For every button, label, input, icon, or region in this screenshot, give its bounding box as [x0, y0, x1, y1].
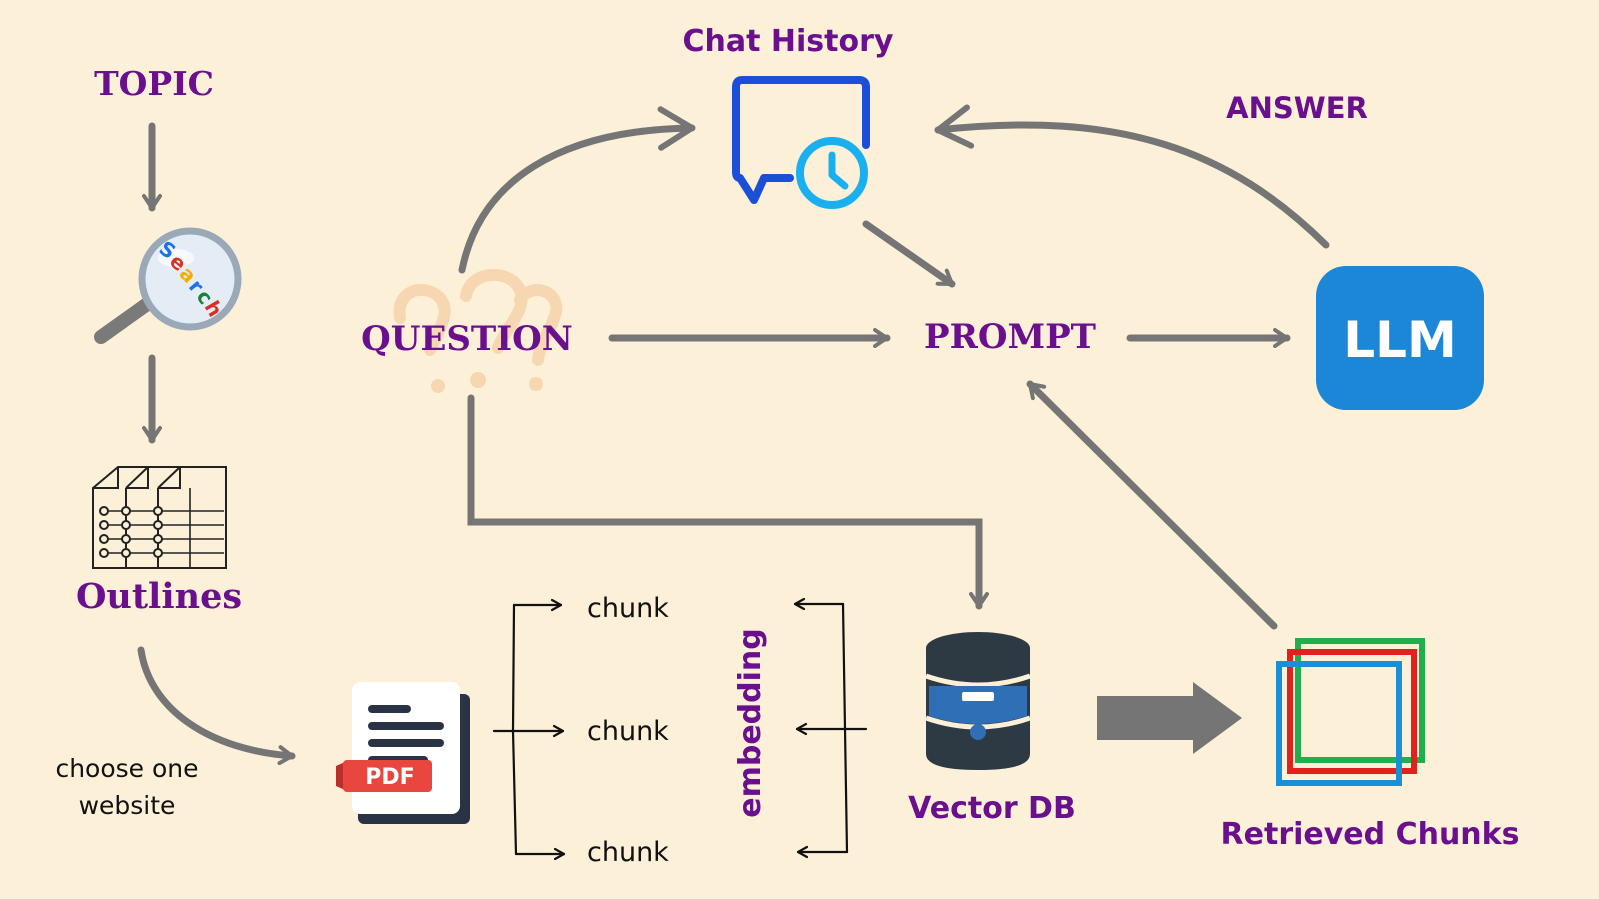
arrow-retrieved-to-prompt	[1026, 380, 1278, 630]
outline-sheets-icon	[92, 466, 227, 569]
arrow-vector-db-to-retrieved	[1097, 682, 1242, 754]
topic-label: TOPIC	[94, 64, 214, 103]
question-label: QUESTION	[361, 319, 573, 359]
llm-label: LLM	[1343, 311, 1456, 369]
chat-clock-icon	[732, 76, 870, 209]
arrow-question-to-vector-db	[467, 394, 989, 610]
chunk-brackets	[492, 597, 868, 861]
prompt-label: PROMPT	[924, 317, 1096, 357]
embedding-label: embedding	[733, 628, 768, 818]
pdf-label: PDF	[365, 765, 414, 790]
chunk-label-2: chunk	[587, 716, 669, 747]
choose-website-line2: website	[79, 791, 176, 820]
chat-history-label: Chat History	[683, 24, 894, 59]
outlines-label: Outlines	[76, 576, 242, 617]
stacked-squares-icon	[1276, 638, 1425, 786]
llm-box	[1316, 266, 1484, 410]
left-bracket-top	[511, 603, 518, 856]
arrow-llm-answer-to-chat-history	[934, 104, 1330, 249]
chunk-label-1: chunk	[587, 593, 669, 624]
pdf-document-icon	[336, 682, 470, 824]
choose-website-line1: choose one	[55, 754, 198, 783]
magnifier-icon: S e a r c h	[94, 227, 242, 344]
answer-label: ANSWER	[1226, 91, 1368, 125]
question-marks-icon	[393, 269, 563, 393]
chunk-label-3: chunk	[587, 837, 669, 868]
vector-db-label: Vector DB	[908, 791, 1076, 826]
flow-arrows	[137, 104, 1330, 766]
arrow-question-to-chat-history	[458, 106, 696, 274]
arrow-chat-history-to-prompt	[862, 220, 956, 288]
database-icon	[925, 632, 1031, 770]
retrieved-chunks-label: Retrieved Chunks	[1221, 817, 1520, 852]
arrow-outlines-to-pdf	[137, 646, 296, 766]
